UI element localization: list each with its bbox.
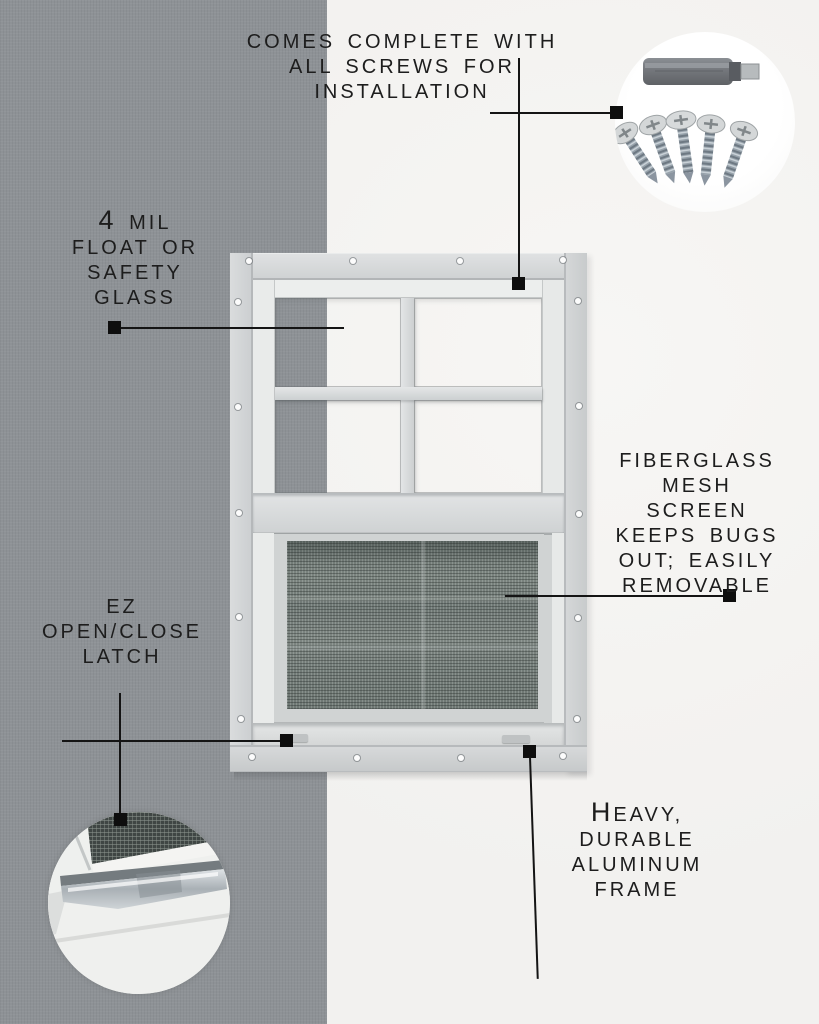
label-line: MESH bbox=[662, 475, 732, 497]
glass-pane bbox=[414, 298, 542, 387]
screw-hole bbox=[576, 403, 582, 409]
annotation-latch-label: EZ OPEN/CLOSE LATCH bbox=[22, 595, 222, 670]
screw-hole bbox=[236, 510, 242, 516]
leader-line-mesh bbox=[505, 595, 725, 597]
screw-hole bbox=[457, 258, 463, 264]
screw-hole bbox=[246, 258, 252, 264]
connector-endpoint-mesh bbox=[723, 589, 736, 602]
label-line: SCREEN bbox=[646, 500, 748, 522]
screw-hole bbox=[575, 298, 581, 304]
connector-endpoint-screws-circle bbox=[610, 106, 623, 119]
screw-hole bbox=[350, 258, 356, 264]
window-shadow bbox=[234, 772, 587, 781]
leader-line-glass bbox=[120, 327, 344, 329]
latch-track bbox=[253, 723, 564, 745]
label-line: OUT; EASILY bbox=[618, 550, 776, 572]
screw-hole bbox=[575, 615, 581, 621]
label-line: OPEN/CLOSE bbox=[41, 621, 203, 643]
label-line: ALUMINUM bbox=[571, 854, 703, 876]
window-frame-top bbox=[253, 280, 564, 298]
glass-pane bbox=[275, 298, 401, 387]
screen-frame bbox=[274, 533, 544, 541]
screw-hole bbox=[574, 716, 580, 722]
annotation-frame-label: HEAVY, DURABLE ALUMINUM FRAME bbox=[527, 797, 747, 903]
screw-hole bbox=[236, 614, 242, 620]
screw-hole bbox=[235, 404, 241, 410]
label-line: GLASS bbox=[94, 287, 176, 309]
muntin-horizontal bbox=[275, 387, 542, 400]
glass-pane bbox=[414, 400, 542, 493]
leader-line-latch-vertical bbox=[119, 693, 121, 817]
label-line: LATCH bbox=[82, 646, 162, 668]
driver-bit-icon bbox=[643, 58, 760, 85]
label-line: KEEPS BUGS bbox=[615, 525, 779, 547]
label-line: FLOAT OR bbox=[71, 237, 199, 259]
screw-hole bbox=[238, 716, 244, 722]
connector-endpoint-glass bbox=[108, 321, 121, 334]
mesh-seam bbox=[421, 541, 425, 709]
window-mid-rail bbox=[253, 493, 564, 533]
label-line: FRAME bbox=[594, 879, 680, 901]
glass-pane bbox=[275, 400, 401, 493]
screws-illustration bbox=[615, 58, 760, 188]
label-line: DURABLE bbox=[579, 829, 695, 851]
latch-lever bbox=[60, 860, 227, 909]
label-line: 4 MIL bbox=[98, 205, 172, 235]
screw-hole bbox=[235, 299, 241, 305]
window-flange-top bbox=[230, 253, 587, 280]
latch-detail-photo bbox=[48, 812, 230, 994]
connector-endpoint-window-top bbox=[512, 277, 525, 290]
label-line: SAFETY bbox=[87, 262, 183, 284]
connector-endpoint-frame bbox=[523, 745, 536, 758]
label-line: FIBERGLASS bbox=[619, 450, 775, 472]
annotation-mesh-label: FIBERGLASS MESH SCREEN KEEPS BUGS OUT; E… bbox=[577, 449, 817, 599]
latch-illustration bbox=[48, 812, 230, 994]
screws-icon bbox=[615, 110, 759, 188]
label-line: REMOVABLE bbox=[622, 575, 772, 597]
window-photo bbox=[230, 253, 587, 781]
screws-detail-photo bbox=[615, 32, 795, 212]
mesh-screen bbox=[287, 541, 538, 709]
latch-tab-right bbox=[502, 735, 530, 743]
screw-hole bbox=[576, 511, 582, 517]
window-flange-right bbox=[564, 253, 587, 772]
annotation-screws-label: COMES COMPLETE WITH ALL SCREWS FOR INSTA… bbox=[232, 30, 572, 105]
screen-frame bbox=[274, 709, 544, 723]
leader-line-latch-horizontal bbox=[62, 740, 282, 742]
label-line: ALL SCREWS FOR bbox=[289, 56, 515, 78]
screw-hole bbox=[354, 755, 360, 761]
mesh-fold bbox=[287, 596, 538, 601]
leader-line-screws-vertical bbox=[518, 58, 520, 284]
label-line: HEAVY, bbox=[590, 797, 684, 827]
annotation-glass-label: 4 MIL FLOAT OR SAFETY GLASS bbox=[35, 205, 235, 311]
connector-endpoint-latch-circle bbox=[114, 813, 127, 826]
screen-frame bbox=[538, 533, 552, 723]
screen-frame bbox=[274, 533, 287, 723]
screw-hole bbox=[249, 754, 255, 760]
label-line: COMES COMPLETE WITH bbox=[246, 31, 558, 53]
latch-tab-left bbox=[280, 734, 308, 742]
label-line: INSTALLATION bbox=[314, 81, 490, 103]
screw-hole bbox=[458, 755, 464, 761]
screw-hole bbox=[560, 753, 566, 759]
leader-line-screws-horizontal bbox=[490, 112, 614, 114]
mesh-fold bbox=[287, 645, 538, 650]
connector-endpoint-latch-window bbox=[280, 734, 293, 747]
label-line: EZ bbox=[106, 596, 138, 618]
screw-hole bbox=[560, 257, 566, 263]
